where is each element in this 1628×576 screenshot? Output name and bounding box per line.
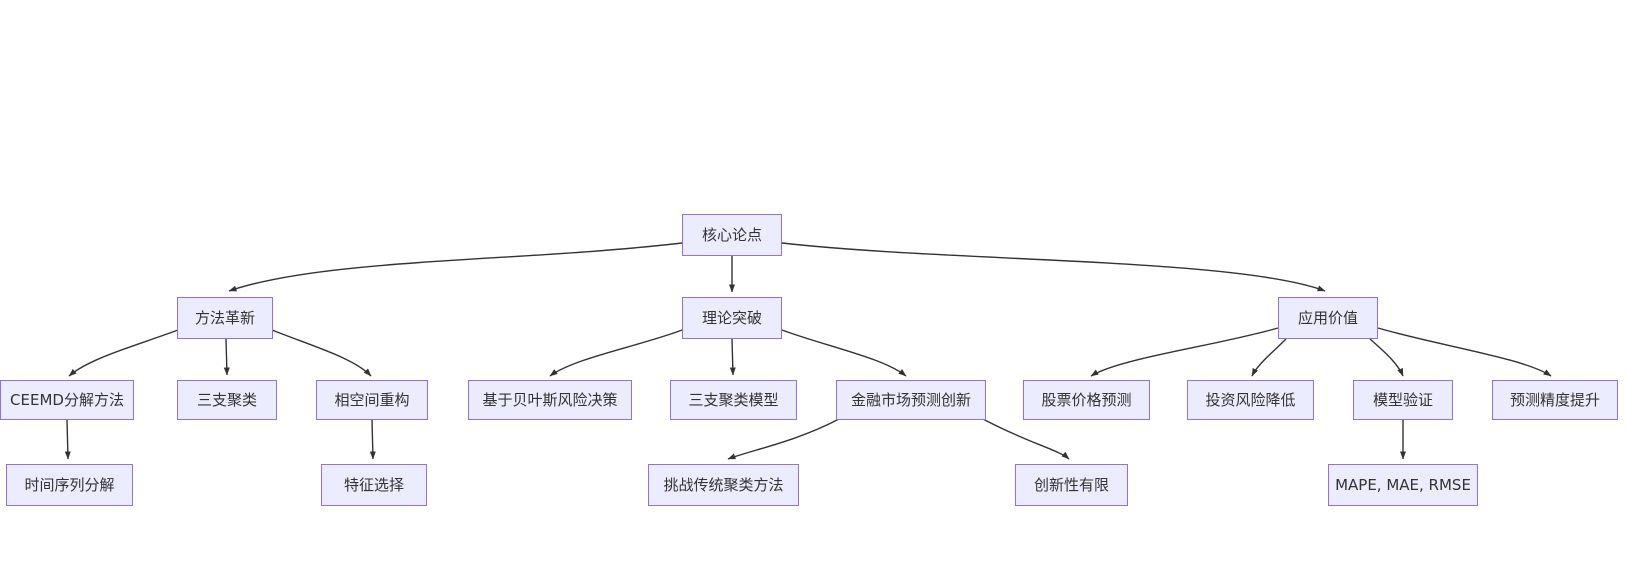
edge-method-ceemd bbox=[68, 329, 179, 377]
node-theory: 理论突破 bbox=[682, 297, 782, 339]
edge-application-validation bbox=[1369, 338, 1404, 377]
edge-application-risk bbox=[1251, 338, 1287, 377]
node-application: 应用价值 bbox=[1278, 297, 1378, 339]
edge-core-application bbox=[781, 242, 1326, 292]
edge-core-method bbox=[228, 242, 683, 292]
node-limited: 创新性有限 bbox=[1015, 464, 1128, 506]
edge-method-phase bbox=[271, 329, 372, 377]
node-phase: 相空间重构 bbox=[316, 380, 428, 420]
edges-group bbox=[64, 242, 1552, 460]
node-finance: 金融市场预测创新 bbox=[836, 380, 986, 420]
node-core: 核心论点 bbox=[682, 214, 782, 256]
node-ceemd: CEEMD分解方法 bbox=[0, 380, 134, 420]
edge-phase-feature bbox=[369, 419, 376, 460]
edge-method-threeway bbox=[223, 338, 230, 376]
node-mape: MAPE, MAE, RMSE bbox=[1328, 464, 1478, 506]
node-bayes: 基于贝叶斯风险决策 bbox=[468, 380, 632, 420]
node-accuracy: 预测精度提升 bbox=[1492, 380, 1618, 420]
node-stock: 股票价格预测 bbox=[1023, 380, 1150, 420]
node-challenge: 挑战传统聚类方法 bbox=[648, 464, 799, 506]
edge-finance-limited bbox=[982, 418, 1070, 460]
node-validation: 模型验证 bbox=[1353, 380, 1453, 420]
node-risk: 投资风险降低 bbox=[1187, 380, 1314, 420]
edge-application-accuracy bbox=[1377, 327, 1552, 377]
edge-theory-threemodel bbox=[729, 338, 736, 376]
edge-theory-finance bbox=[781, 329, 907, 377]
edge-application-stock bbox=[1090, 327, 1279, 377]
node-timeseries: 时间序列分解 bbox=[6, 464, 133, 506]
edge-theory-bayes bbox=[549, 329, 683, 377]
node-threeway: 三支聚类 bbox=[177, 380, 277, 420]
node-method: 方法革新 bbox=[177, 297, 273, 339]
node-threemodel: 三支聚类模型 bbox=[670, 380, 797, 420]
edge-finance-challenge bbox=[727, 418, 840, 460]
node-feature: 特征选择 bbox=[321, 464, 427, 506]
edge-ceemd-timeseries bbox=[64, 419, 71, 460]
